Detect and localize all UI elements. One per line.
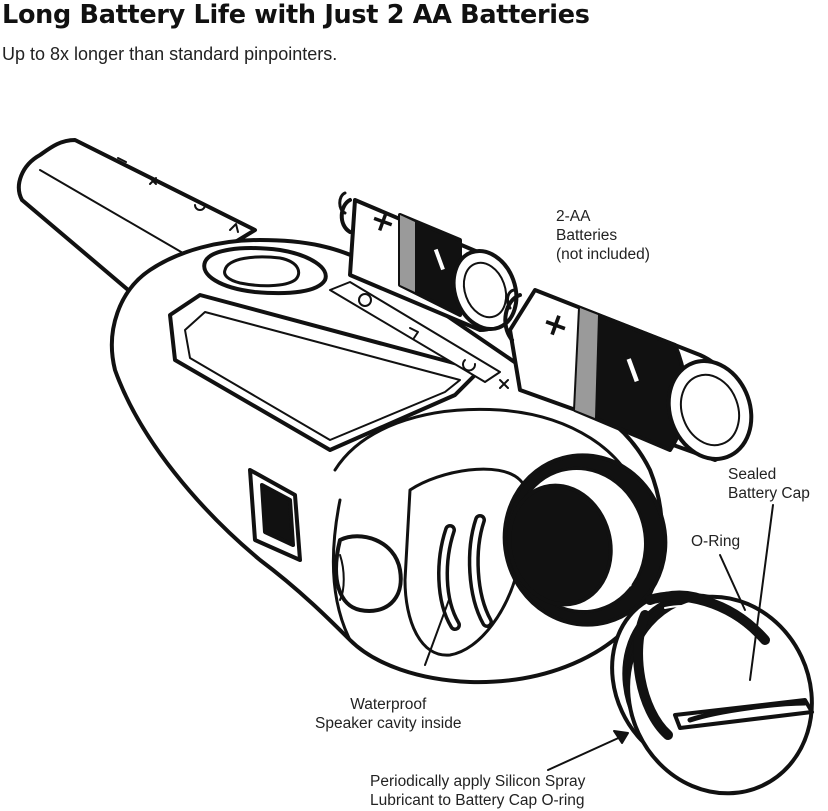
battery-front: [503, 288, 754, 462]
callout-leaders: [424, 504, 774, 771]
callout-speaker-cavity: Waterproof Speaker cavity inside: [315, 696, 462, 732]
body-scale-marks: [358, 293, 509, 389]
pinpointer-body: [109, 238, 668, 685]
callout-batteries: 2-AA Batteries (not included): [556, 208, 650, 263]
callout-sealed-battery-cap: Sealed Battery Cap: [728, 466, 810, 502]
tip-scale-marks: [117, 157, 239, 233]
led-lens: [334, 534, 403, 613]
page-subtitle: Up to 8x longer than standard pinpointer…: [2, 44, 338, 64]
battery-cap: [610, 590, 814, 796]
battery-back: [338, 191, 519, 332]
callout-lubricant: Periodically apply Silicon Spray Lubrica…: [370, 773, 586, 809]
o-ring: [645, 591, 770, 645]
callout-o-ring: O-Ring: [691, 533, 741, 550]
page-title: Long Battery Life with Just 2 AA Batteri…: [2, 0, 590, 30]
